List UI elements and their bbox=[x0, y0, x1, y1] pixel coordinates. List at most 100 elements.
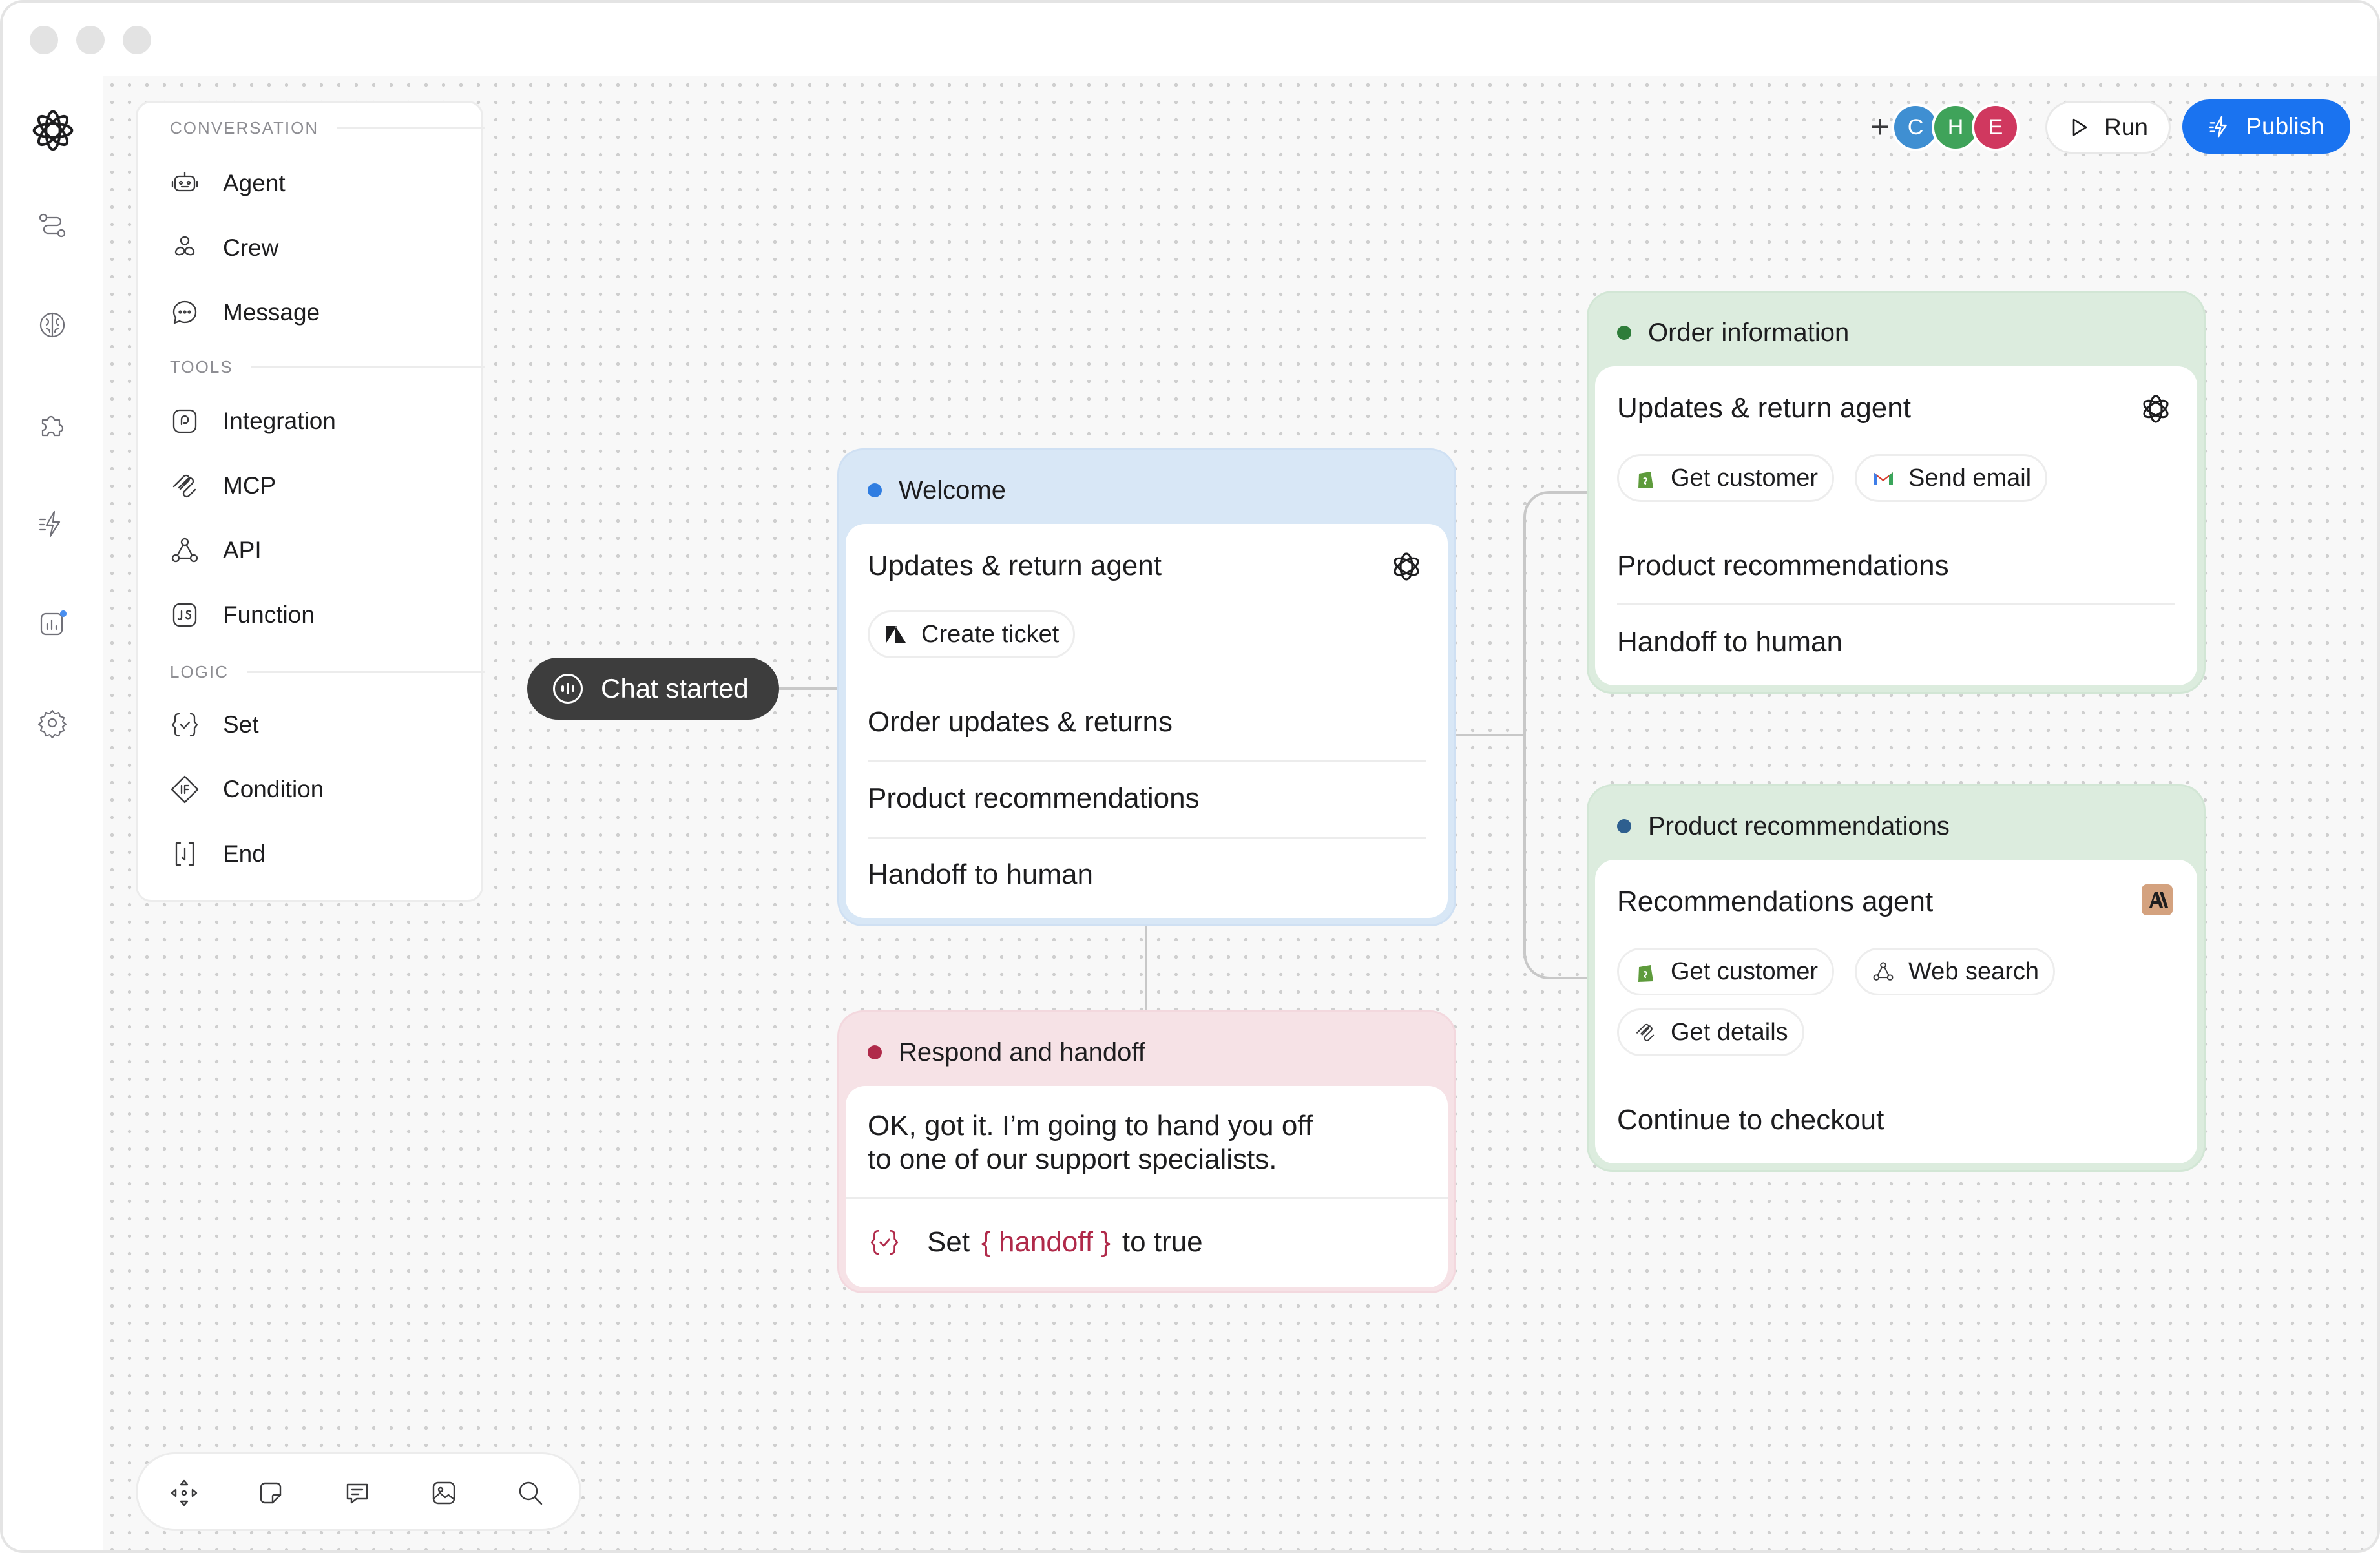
publish-icon bbox=[2209, 116, 2228, 138]
api-icon bbox=[1873, 962, 1894, 981]
edge-branch-order bbox=[1523, 491, 1588, 736]
tool-chip-get-customer[interactable]: Get customer bbox=[1617, 948, 1835, 995]
openai-icon bbox=[1394, 552, 1419, 581]
zendesk-icon bbox=[886, 626, 906, 643]
avatar-e[interactable]: E bbox=[1972, 103, 2020, 151]
status-dot bbox=[868, 483, 882, 497]
puzzle-icon[interactable] bbox=[32, 404, 72, 444]
logo-icon[interactable] bbox=[26, 103, 80, 158]
welcome-node-body: Updates & return agent Create ticket Ord… bbox=[846, 524, 1448, 918]
route-product-recommendations[interactable]: Product recommendations bbox=[1617, 550, 1949, 581]
agent-name: Updates & return agent bbox=[1617, 392, 1911, 424]
canvas-toolbar bbox=[136, 1452, 581, 1531]
left-rail bbox=[3, 76, 103, 1550]
brain-icon[interactable] bbox=[32, 305, 72, 345]
robot-icon bbox=[171, 171, 198, 192]
image-icon[interactable] bbox=[424, 1474, 463, 1512]
edge-welcome-respond bbox=[1145, 922, 1147, 1012]
end-icon bbox=[175, 842, 194, 866]
tool-chip-web-search[interactable]: Web search bbox=[1855, 948, 2056, 995]
status-dot bbox=[868, 1045, 882, 1059]
automation-icon[interactable] bbox=[32, 504, 72, 544]
avatar-c[interactable]: C bbox=[1892, 103, 1939, 151]
chat-started-node[interactable]: Chat started bbox=[527, 658, 779, 720]
divider bbox=[868, 837, 1426, 839]
palette-item-mcp[interactable]: MCP bbox=[169, 463, 276, 508]
palette-item-crew[interactable]: Crew bbox=[169, 225, 278, 271]
edge-welcome-branch bbox=[1454, 734, 1523, 736]
route-handoff-to-human[interactable]: Handoff to human bbox=[868, 859, 1093, 890]
tool-chip-get-customer[interactable]: Get customer bbox=[1617, 454, 1835, 502]
palette-item-integration[interactable]: Integration bbox=[169, 399, 336, 444]
title-bar bbox=[3, 3, 2377, 76]
node-title: Respond and handoff bbox=[899, 1037, 1145, 1067]
tool-chip-create-ticket[interactable]: Create ticket bbox=[868, 610, 1076, 658]
variable-name: { handoff } bbox=[981, 1226, 1111, 1258]
set-variable-row[interactable]: Set { handoff } to true bbox=[868, 1223, 1203, 1262]
status-dot bbox=[1617, 326, 1631, 340]
variable-icon bbox=[171, 713, 198, 737]
welcome-node-header: Welcome bbox=[846, 457, 1448, 524]
divider bbox=[846, 1197, 1448, 1199]
node-title: Welcome bbox=[899, 475, 1006, 505]
route-order-updates[interactable]: Order updates & returns bbox=[868, 706, 1173, 738]
product-node-header: Product recommendations bbox=[1595, 793, 2197, 860]
add-collaborator-button[interactable]: + bbox=[1870, 109, 1890, 145]
crew-icon bbox=[174, 236, 195, 256]
shopify-icon bbox=[1638, 472, 1653, 488]
mcp-icon bbox=[1636, 1023, 1655, 1041]
move-icon[interactable] bbox=[165, 1474, 204, 1512]
palette-item-condition[interactable]: Condition bbox=[169, 767, 324, 812]
welcome-node[interactable]: Welcome Updates & return agent Create ti… bbox=[837, 448, 1456, 926]
palette-item-agent[interactable]: Agent bbox=[169, 161, 286, 206]
palette-item-api[interactable]: API bbox=[169, 528, 262, 573]
handoff-message: OK, got it. I’m going to hand you off to… bbox=[868, 1110, 1313, 1175]
window-close-button[interactable] bbox=[30, 26, 58, 54]
product-node-body: Recommendations agent Get customer Web s… bbox=[1595, 860, 2197, 1163]
status-dot bbox=[1617, 819, 1631, 833]
route-continue-to-checkout[interactable]: Continue to checkout bbox=[1617, 1104, 1884, 1136]
route-handoff-to-human[interactable]: Handoff to human bbox=[1617, 626, 1842, 658]
gmail-icon bbox=[1874, 472, 1893, 485]
settings-gear-icon[interactable] bbox=[32, 703, 72, 743]
palette-item-function[interactable]: Function bbox=[169, 592, 315, 638]
flows-icon[interactable] bbox=[32, 205, 72, 245]
chat-bubble-icon bbox=[172, 300, 197, 324]
product-recommendations-node[interactable]: Product recommendations Recommendations … bbox=[1587, 784, 2206, 1172]
respond-node-header: Respond and handoff bbox=[846, 1019, 1448, 1086]
order-information-node[interactable]: Order information Updates & return agent… bbox=[1587, 291, 2206, 694]
tool-chip-send-email[interactable]: Send email bbox=[1855, 454, 2048, 502]
divider bbox=[1617, 603, 2175, 605]
sticky-note-icon[interactable] bbox=[251, 1474, 290, 1512]
analytics-icon[interactable] bbox=[32, 603, 72, 643]
section-conversation: CONVERSATION bbox=[170, 118, 485, 138]
api-icon bbox=[171, 537, 198, 563]
shopify-icon bbox=[1638, 965, 1653, 982]
node-title: Order information bbox=[1648, 318, 1850, 347]
search-icon[interactable] bbox=[511, 1474, 550, 1512]
comment-icon[interactable] bbox=[338, 1474, 377, 1512]
respond-node-body: OK, got it. I’m going to hand you off to… bbox=[846, 1086, 1448, 1287]
anthropic-icon bbox=[2142, 884, 2173, 915]
agent-name: Recommendations agent bbox=[1617, 886, 1934, 917]
palette-item-set[interactable]: Set bbox=[169, 702, 259, 747]
palette-item-end[interactable]: End bbox=[169, 831, 266, 877]
route-product-recommendations[interactable]: Product recommendations bbox=[868, 782, 1200, 814]
run-button[interactable]: Run bbox=[2045, 101, 2171, 154]
node-title: Product recommendations bbox=[1648, 811, 1950, 840]
integration-icon bbox=[172, 409, 197, 433]
window-zoom-button[interactable] bbox=[123, 26, 151, 54]
condition-icon bbox=[171, 775, 199, 804]
tool-chip-get-details[interactable]: Get details bbox=[1617, 1008, 1804, 1056]
window-minimize-button[interactable] bbox=[76, 26, 105, 54]
javascript-icon bbox=[172, 603, 197, 627]
openai-icon bbox=[2143, 395, 2169, 423]
palette-item-message[interactable]: Message bbox=[169, 290, 320, 335]
edge-branch-product bbox=[1523, 734, 1588, 979]
avatar-h[interactable]: H bbox=[1932, 103, 1979, 151]
respond-handoff-node[interactable]: Respond and handoff OK, got it. I’m goin… bbox=[837, 1010, 1456, 1293]
edge-start-welcome bbox=[779, 687, 844, 690]
order-node-header: Order information bbox=[1595, 299, 2197, 366]
publish-button[interactable]: Publish bbox=[2182, 99, 2350, 154]
